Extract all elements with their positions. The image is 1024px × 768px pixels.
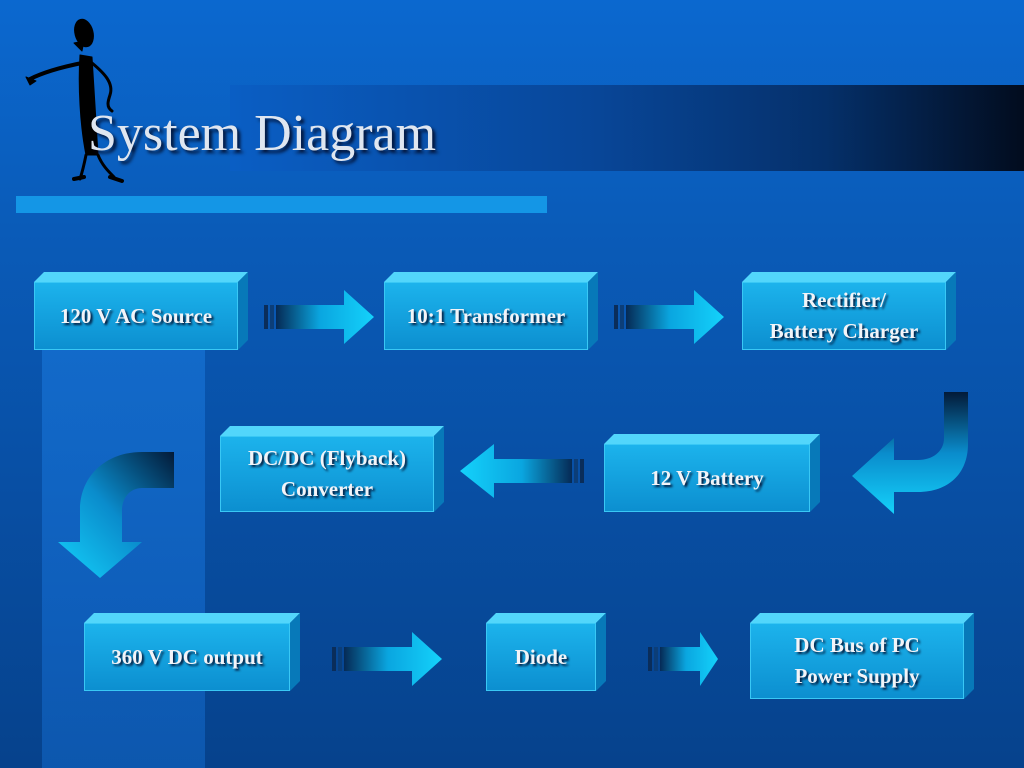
battery-box: 12 V Battery [604,434,820,512]
header-band [230,85,1024,171]
ac-source-label: 120 V AC Source [59,303,213,328]
pointing-stick-figure-icon [25,18,124,183]
slide-title: System Diagram [88,105,437,162]
transformer-label: 10:1 Transformer [406,303,566,328]
arrow-dc-output-to-diode [332,632,442,686]
arrow-diode-to-dc-bus [648,632,718,686]
arrow-rectifier-to-battery [852,392,968,514]
arrow-transformer-to-rectifier [614,290,724,344]
arrow-battery-to-flyback [460,444,584,498]
arrow-ac-to-transformer [264,290,374,344]
diode-box: Diode [486,613,606,691]
ac-source-box: 120 V AC Source [34,272,248,350]
dc-bus-label: DC Bus of PC Power Supply [794,633,920,688]
dc-bus-box: DC Bus of PC Power Supply [750,613,974,699]
flyback-box: DC/DC (Flyback) Converter [220,426,444,512]
arrow-flyback-to-dc-output [58,452,174,578]
transformer-box: 10:1 Transformer [384,272,598,350]
flyback-label: DC/DC (Flyback) Converter [247,446,407,501]
dc-output-box: 360 V DC output [84,613,300,691]
dc-output-label: 360 V DC output [111,644,263,669]
rectifier-label: Rectifier/ Battery Charger [769,288,919,343]
rectifier-box: Rectifier/ Battery Charger [742,272,956,350]
diode-label: Diode [514,644,568,669]
battery-label: 12 V Battery [650,465,764,490]
title-underline-bar [16,196,547,213]
